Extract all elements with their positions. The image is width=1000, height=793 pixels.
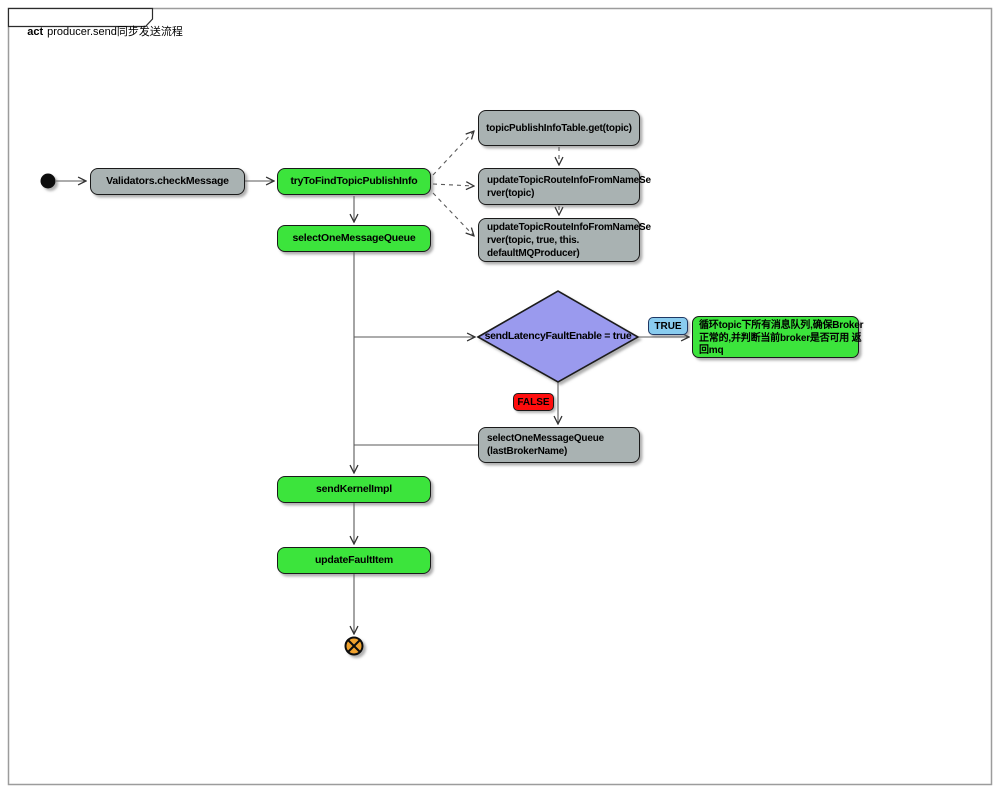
node-sendkernelimpl: sendKernelImpl	[277, 476, 431, 503]
node-selectonemessagequeue-lastbroker: selectOneMessageQueue (lastBrokerName)	[478, 427, 640, 463]
edge-label-true: TRUE	[648, 317, 688, 335]
node-validators-checkmessage: Validators.checkMessage	[90, 168, 245, 195]
edge-label-false: FALSE	[513, 393, 554, 411]
node-updatetopicrouteinfo-default: updateTopicRouteInfoFromNameSe rver(topi…	[478, 218, 651, 262]
edge-trytofind-to-updateroute1	[432, 184, 474, 186]
frame-keyword: act	[27, 26, 44, 38]
initial-node	[40, 173, 56, 189]
decision-label: sendLatencyFaultEnable = true	[484, 330, 632, 342]
node-topicpublishinfotable-get: topicPublishInfoTable.get(topic)	[478, 110, 640, 146]
edge-trytofind-to-updateroute2	[432, 192, 474, 236]
note-broker-check: 循环topic下所有消息队列,确保Broker 正常的,并判断当前broker是…	[692, 316, 864, 358]
frame-border	[7, 7, 993, 786]
node-selectonemessagequeue: selectOneMessageQueue	[277, 225, 431, 252]
frame-title-text: producer.send同步发送流程	[47, 26, 183, 38]
dashed-edges	[432, 131, 559, 236]
node-trytofindtopicpublishinfo: tryToFindTopicPublishInfo	[277, 168, 431, 195]
node-updatefaultitem: updateFaultItem	[277, 547, 431, 574]
frame-title-tab	[7, 7, 154, 28]
solid-edges	[56, 181, 689, 634]
flow-final-node	[344, 636, 364, 656]
edge-trytofind-to-topictable	[432, 131, 474, 176]
decision-diamond	[476, 290, 640, 383]
node-updatetopicrouteinfo-topic: updateTopicRouteInfoFromNameSe rver(topi…	[478, 168, 651, 205]
